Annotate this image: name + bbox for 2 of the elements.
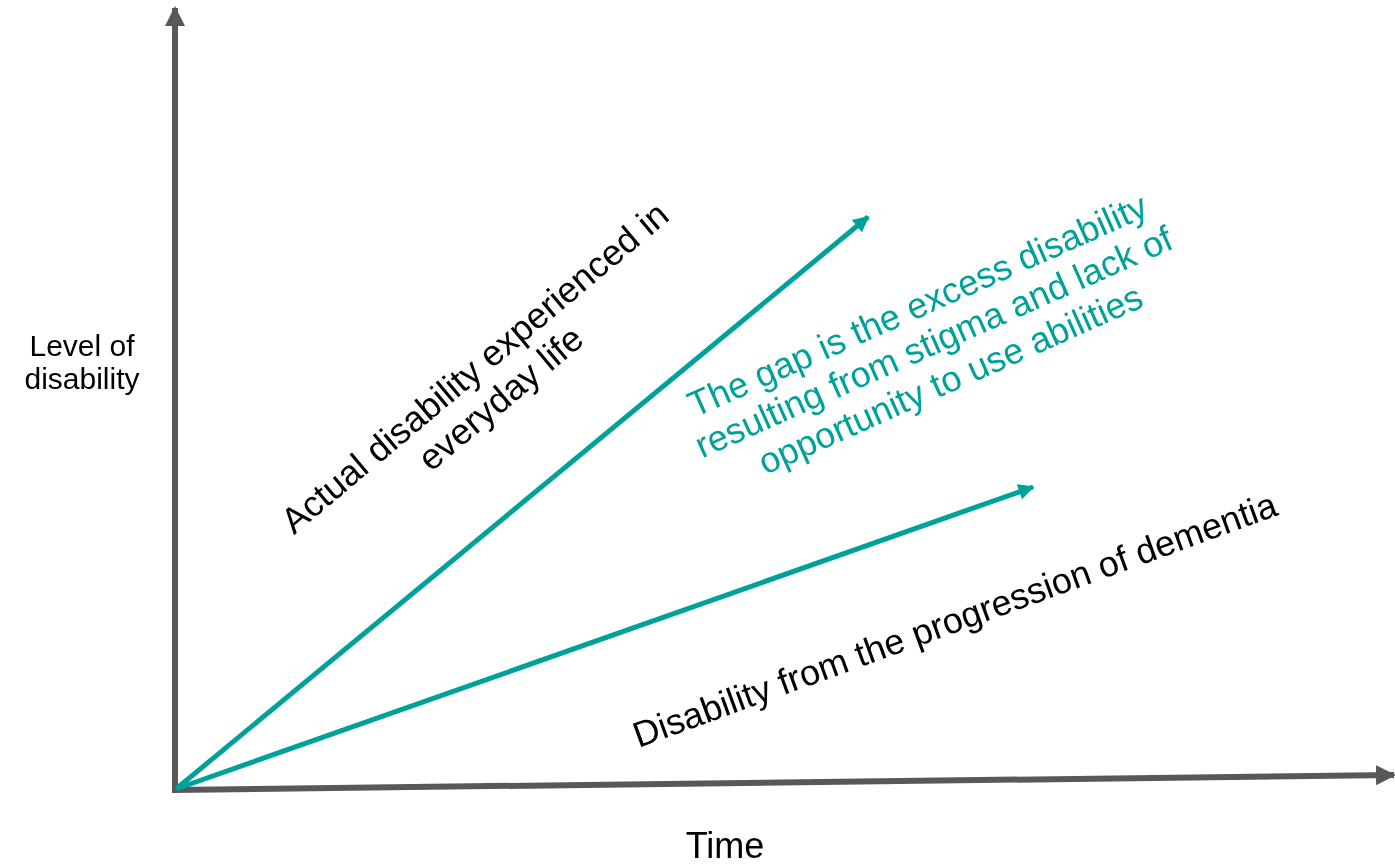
axis-title: Level of disability <box>23 328 141 396</box>
axis-title: Time <box>684 826 766 867</box>
